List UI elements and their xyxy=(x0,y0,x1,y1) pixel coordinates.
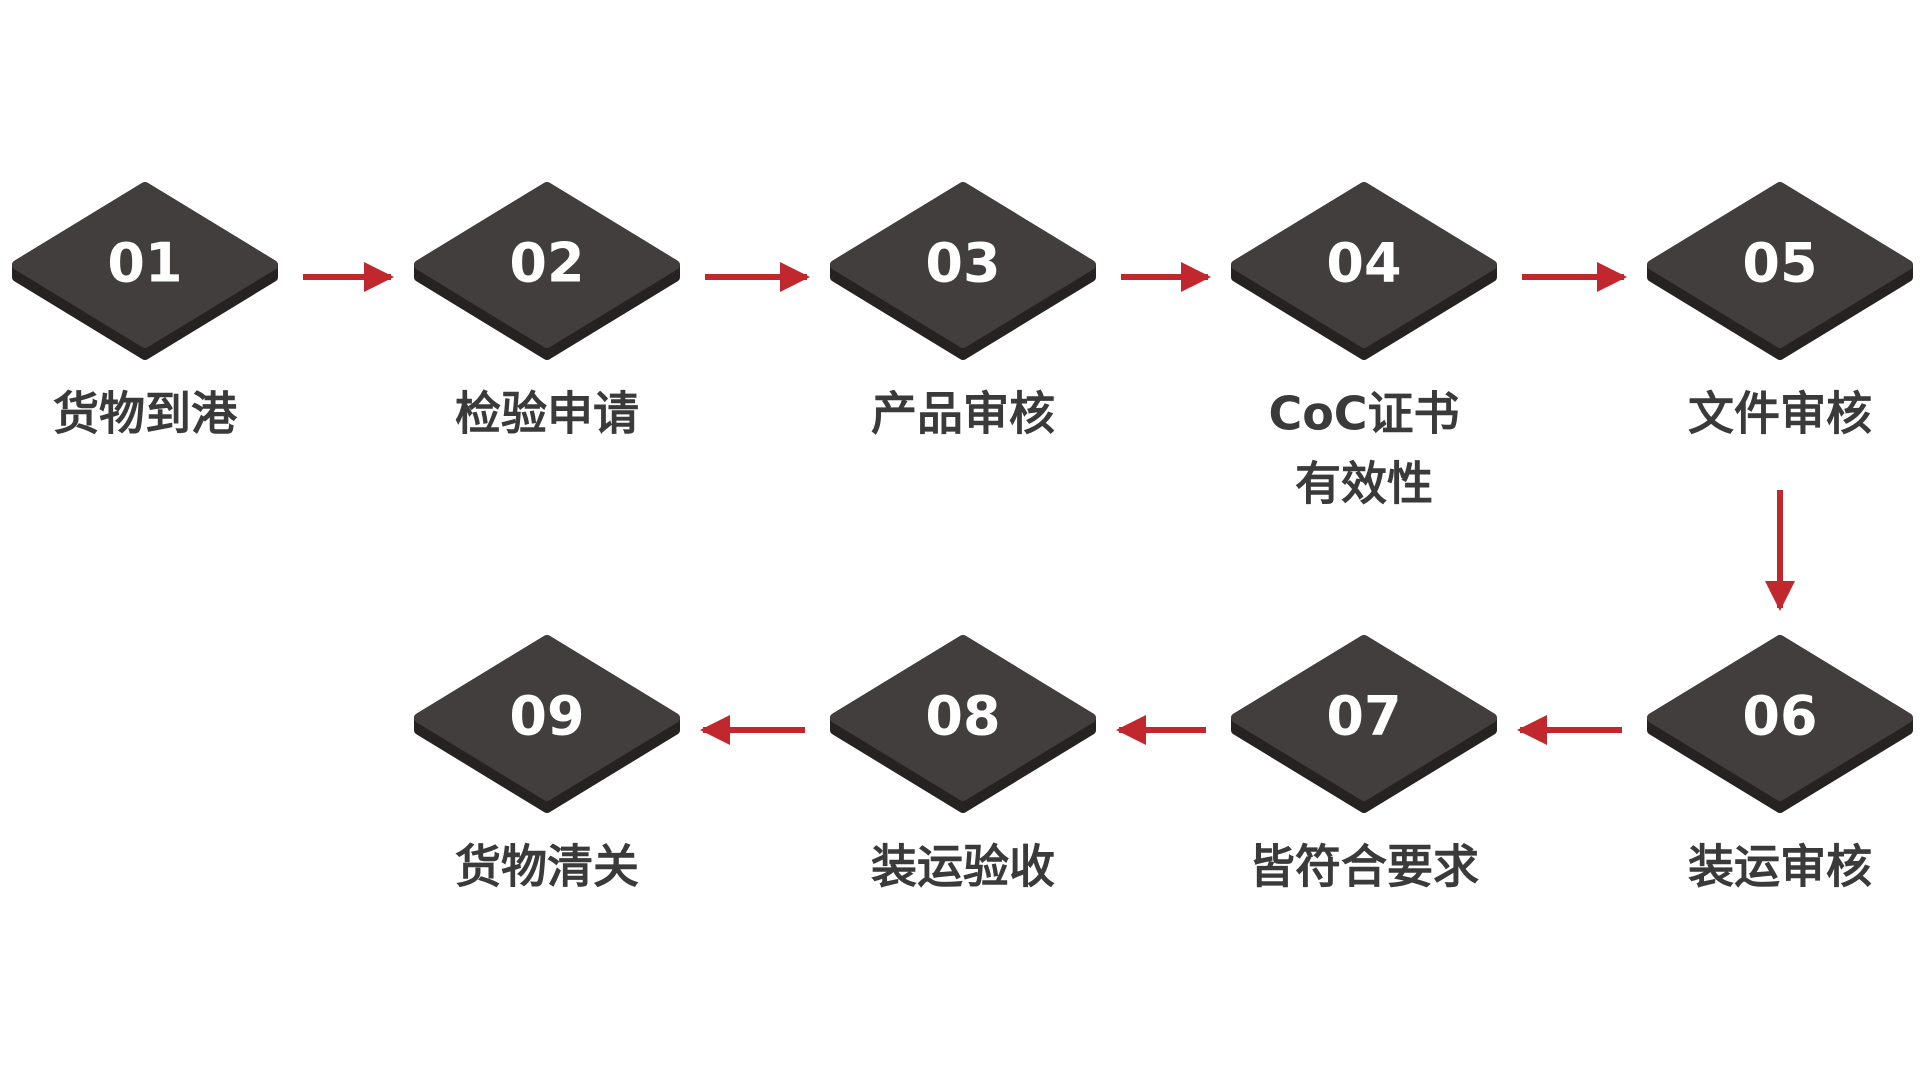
step-label: 货物清关 xyxy=(455,840,639,894)
step-number: 01 xyxy=(107,232,182,295)
step-number: 06 xyxy=(1742,685,1817,748)
step-label: 装运验收 xyxy=(871,840,1055,894)
step-node-05: 05 文件审核 xyxy=(1647,182,1913,441)
diamond-top-shape xyxy=(414,182,680,348)
step-label: 产品审核 xyxy=(871,387,1055,441)
diamond-top-shape xyxy=(1231,635,1497,801)
step-label: 有效性 xyxy=(1295,457,1433,511)
step-label: 皆符合要求 xyxy=(1249,840,1479,894)
step-node-01: 01 货物到港 xyxy=(12,182,278,441)
diamond-top-shape xyxy=(12,182,278,348)
step-label: 装运审核 xyxy=(1688,840,1872,894)
step-node-09: 09 货物清关 xyxy=(414,635,680,894)
diamond-top-shape xyxy=(1231,182,1497,348)
step-number: 03 xyxy=(925,232,1000,295)
step-label: 货物到港 xyxy=(53,387,238,441)
step-number: 04 xyxy=(1326,232,1401,295)
arrows-layer xyxy=(303,262,1795,745)
step-number: 02 xyxy=(509,232,584,295)
step-label: CoC证书 xyxy=(1268,387,1459,441)
diamond-top-shape xyxy=(830,182,1096,348)
step-number: 08 xyxy=(925,685,1000,748)
diamond-top-shape xyxy=(414,635,680,801)
diamond-top-shape xyxy=(1647,635,1913,801)
step-number: 09 xyxy=(509,685,584,748)
step-node-03: 03 产品审核 xyxy=(830,182,1096,441)
step-node-02: 02 检验申请 xyxy=(414,182,680,441)
step-node-06: 06 装运审核 xyxy=(1647,635,1913,894)
step-number: 07 xyxy=(1326,685,1401,748)
step-node-07: 07 皆符合要求 xyxy=(1231,635,1497,894)
step-node-08: 08 装运验收 xyxy=(830,635,1096,894)
step-label: 检验申请 xyxy=(455,387,639,441)
step-number: 05 xyxy=(1742,232,1817,295)
diamond-top-shape xyxy=(1647,182,1913,348)
diamond-top-shape xyxy=(830,635,1096,801)
step-label: 文件审核 xyxy=(1688,387,1872,441)
